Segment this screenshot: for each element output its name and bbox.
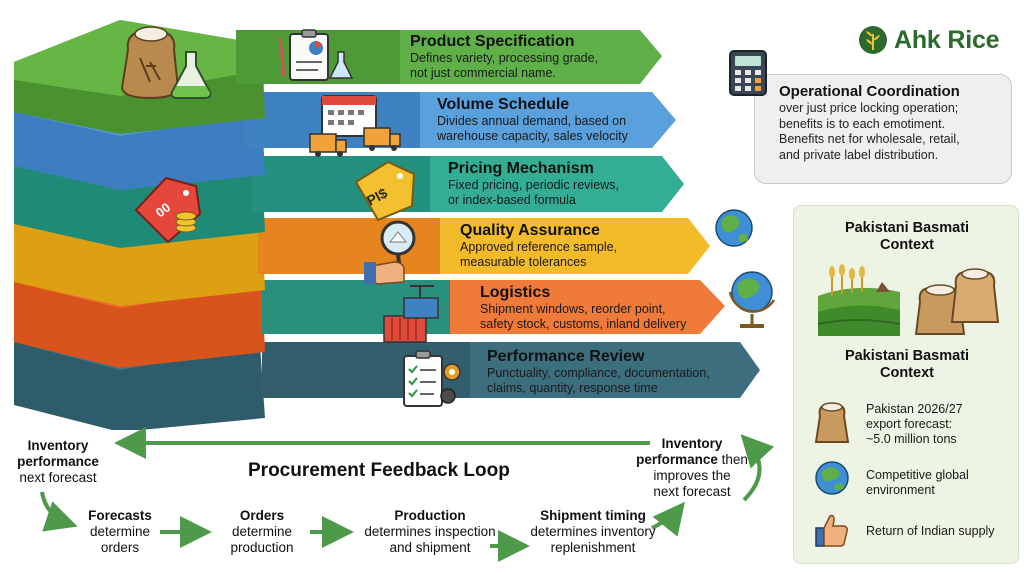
rice-field-sacks-illustration: [817, 264, 1000, 336]
layer-label-quality-assurance: Quality Assurance Approved reference sam…: [460, 222, 617, 270]
layer-desc-line: or index-based formula: [448, 193, 576, 207]
layer-label-logistics: Logistics Shipment windows, reorder poin…: [480, 284, 686, 332]
flask-icon: [170, 51, 212, 99]
context-item-line: Return of Indian supply: [866, 524, 995, 538]
layer-title: Product Specification: [410, 33, 575, 50]
rice-leaf-logo-icon: [859, 26, 887, 54]
flow-bold-line: Inventory: [661, 436, 723, 451]
context-item-global-environment: Competitive global environment: [866, 468, 1016, 498]
context-item-line: ~5.0 million tons: [866, 432, 957, 446]
flow-step-line: orders: [100, 540, 140, 555]
context-heading-line: Context: [880, 237, 934, 253]
thumbs-up-icon: [815, 514, 848, 547]
context-item-export-forecast: Pakistan 2026/27 export forecast: ~5.0 m…: [866, 402, 1016, 447]
pakistani-basmati-context-panel: Pakistani Basmati Context Pakistani Basm…: [793, 205, 1019, 564]
operational-line: benefits is to each emotiment.: [779, 116, 946, 131]
context-item-line: Competitive global: [866, 468, 969, 482]
rice-sack-icon: [120, 26, 180, 100]
calendar-truck-icon: [309, 95, 401, 157]
checklist-gear-icon: [403, 350, 461, 407]
layer-desc-line: Shipment windows, reorder point,: [480, 302, 666, 316]
flow-bold-word: performance: [636, 452, 718, 467]
context-heading-line: Pakistani Basmati: [844, 220, 970, 236]
flow-step-shipment-timing: Shipment timing determines inventory rep…: [518, 508, 668, 556]
flow-step-bold: Orders: [239, 508, 285, 523]
layer-desc-line: safety stock, customs, inland delivery: [480, 317, 687, 331]
context-heading-line: Context: [880, 365, 934, 381]
flow-step-forecasts: Forecasts determine orders: [70, 508, 170, 556]
flow-line: next forecast: [653, 484, 731, 499]
flow-step-bold: Shipment timing: [540, 508, 646, 523]
flow-bold-line: performance: [17, 454, 99, 469]
flow-step-line: determines inventory: [530, 524, 656, 539]
globe-icon: [715, 209, 753, 247]
flow-node-inventory-left: Inventory performance next forecast: [6, 438, 110, 486]
desk-globe-icon: [728, 271, 776, 328]
context-item-indian-supply: Return of Indian supply: [866, 524, 1016, 539]
context-heading-line: Pakistani Basmati: [844, 348, 970, 364]
pricing-tag-icon: PI$: [354, 160, 416, 222]
globe-small-icon: [815, 461, 849, 495]
flow-step-production: Production determines inspection and shi…: [350, 508, 510, 556]
flow-step-line: determine: [89, 524, 151, 539]
flow-node-inventory-right: Inventory performance then improves the …: [622, 436, 762, 500]
flow-step-bold: Forecasts: [88, 508, 152, 523]
operational-coordination-card: Operational Coordination over just price…: [754, 74, 1012, 184]
flow-step-orders: Orders determine production: [212, 508, 312, 556]
layer-desc-line: measurable tolerances: [460, 255, 587, 269]
layer-label-performance-review: Performance Review Punctuality, complian…: [487, 348, 710, 396]
flow-line: next forecast: [19, 470, 97, 485]
layer-stack-graphic: 00 PI$: [14, 20, 776, 430]
layer-title: Pricing Mechanism: [448, 160, 594, 177]
flow-mixed-line: performance then: [622, 452, 762, 468]
layer-desc-line: Fixed pricing, periodic reviews,: [448, 178, 619, 192]
operational-line: and private label distribution.: [779, 147, 939, 162]
feedback-loop-title: Procurement Feedback Loop: [248, 460, 510, 481]
layer-desc-line: Divides annual demand, based on: [437, 114, 627, 128]
flow-step-bold: Production: [394, 508, 466, 523]
context-item-line: export forecast:: [866, 417, 953, 431]
flow-step-line: determines inspection: [364, 524, 496, 539]
flow-step-line: production: [230, 540, 294, 555]
operational-title: Operational Coordination: [779, 83, 960, 100]
rice-sack-small-icon: [814, 402, 850, 443]
operational-line: Benefits net for wholesale, retail,: [779, 132, 960, 146]
brand-name: Ahk Rice: [894, 25, 1000, 54]
layer-desc-line: Approved reference sample,: [460, 240, 618, 254]
flow-step-line: and shipment: [389, 540, 471, 555]
layer-title: Logistics: [480, 284, 551, 301]
layer-label-product-specification: Product Specification Defines variety, p…: [410, 33, 598, 81]
operational-line: over just price locking operation;: [779, 101, 959, 115]
flow-step-line: replenishment: [550, 540, 636, 555]
flow-step-line: determine: [231, 524, 293, 539]
layer-desc-line: warehouse capacity, sales velocity: [437, 129, 628, 143]
flow-plain-word: then: [717, 452, 748, 467]
flow-line: improves the: [653, 468, 731, 483]
layer-title: Performance Review: [487, 348, 645, 365]
context-item-line: environment: [866, 483, 935, 497]
price-tag-icon: 00: [134, 176, 202, 244]
magnifier-hand-icon: [364, 220, 416, 285]
layer-label-volume-schedule: Volume Schedule Divides annual demand, b…: [437, 96, 628, 144]
context-item-line: Pakistan 2026/27: [866, 402, 963, 416]
layer-label-pricing-mechanism: Pricing Mechanism Fixed pricing, periodi…: [448, 160, 619, 208]
clipboard-chart-icon: [278, 29, 354, 81]
flow-bold-line: Inventory: [27, 438, 89, 453]
layer-desc-line: Punctuality, compliance, documentation,: [487, 366, 710, 380]
layer-desc-line: Defines variety, processing grade,: [410, 51, 599, 65]
calculator-icon: [729, 50, 767, 96]
layer-title: Quality Assurance: [460, 222, 600, 239]
layer-desc-line: claims, quantity, response time: [487, 381, 658, 395]
layer-desc-line: not just commercial name.: [410, 66, 556, 80]
brand-logo: Ahk Rice: [858, 22, 1024, 58]
layer-title: Volume Schedule: [437, 96, 570, 113]
procurement-layer-stack: 00 PI$: [14, 20, 776, 430]
container-crane-icon: [383, 285, 439, 343]
